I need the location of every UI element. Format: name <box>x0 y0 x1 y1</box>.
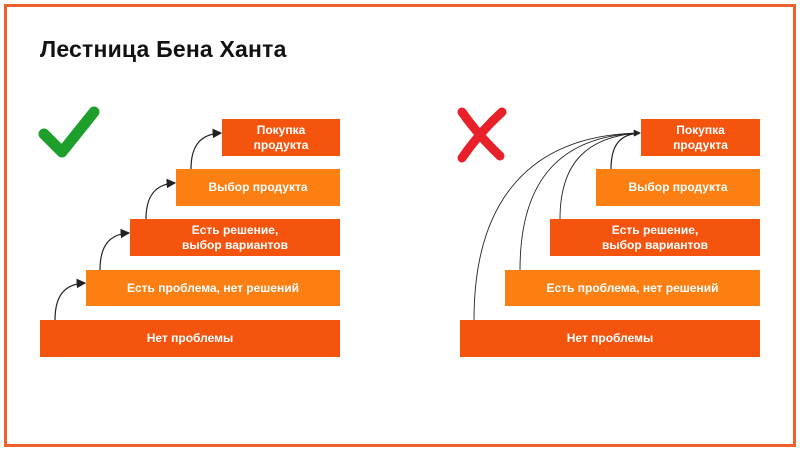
left-step-purchase: Покупка продукта <box>222 119 340 156</box>
slide-frame <box>4 4 796 447</box>
slide-title: Лестница Бена Ханта <box>40 36 287 62</box>
right-step-product-choice: Выбор продукта <box>596 169 760 206</box>
arrow <box>519 132 641 271</box>
right-arrows <box>473 129 641 321</box>
right-step-no-problem: Нет проблемы <box>460 320 760 357</box>
right-step-solution-options: Есть решение, выбор вариантов <box>550 219 760 256</box>
arrow <box>54 278 87 321</box>
left-step-problem-no-solutions: Есть проблема, нет решений <box>86 270 340 306</box>
arrow <box>145 178 177 220</box>
left-step-no-problem: Нет проблемы <box>40 320 340 357</box>
arrow <box>559 132 641 220</box>
cross-icon <box>457 107 507 163</box>
arrow <box>610 132 641 170</box>
left-step-product-choice: Выбор продукта <box>176 169 340 206</box>
arrow <box>473 129 641 321</box>
checkmark-icon <box>38 106 100 158</box>
right-step-problem-no-solutions: Есть проблема, нет решений <box>505 270 760 306</box>
arrow <box>190 128 223 170</box>
arrow <box>99 228 131 271</box>
left-arrows <box>54 128 223 321</box>
left-step-solution-options: Есть решение, выбор вариантов <box>130 219 340 256</box>
right-step-purchase: Покупка продукта <box>641 119 760 156</box>
